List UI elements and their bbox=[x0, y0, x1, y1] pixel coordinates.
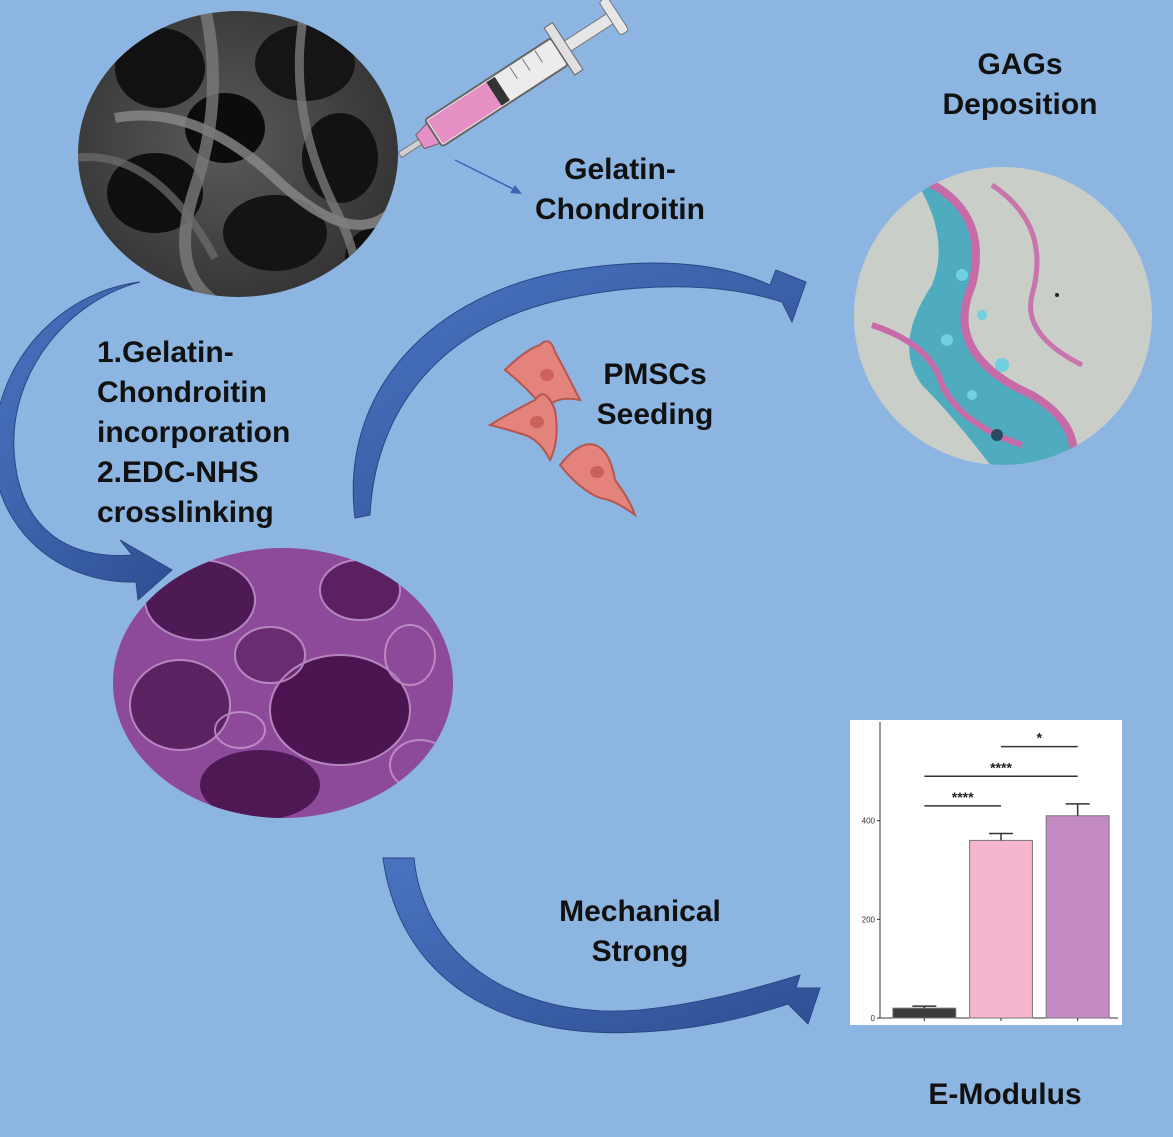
arrow-top-curve bbox=[352, 262, 807, 519]
chart-bar bbox=[892, 1007, 957, 1019]
y-tick-label: 400 bbox=[862, 817, 876, 826]
thin-arrow bbox=[454, 159, 516, 191]
arrow-bottom-curve bbox=[382, 857, 821, 1034]
chart-bar bbox=[1045, 815, 1110, 1019]
chart-bar bbox=[969, 839, 1033, 1019]
y-tick-label: 200 bbox=[862, 915, 876, 924]
significance-label: **** bbox=[990, 759, 1012, 775]
gags-deposition-label: GAGs Deposition bbox=[942, 48, 1098, 121]
significance-label: * bbox=[1037, 730, 1043, 746]
mechanical-strong-label: Mechanical Strong bbox=[559, 895, 721, 968]
y-tick-label: 0 bbox=[871, 1014, 876, 1023]
gags-histology-image bbox=[854, 167, 1152, 465]
gelatin-chondroitin-label: Gelatin- Chondroitin bbox=[535, 153, 705, 226]
significance-label: **** bbox=[952, 789, 974, 805]
crosslinked-scaffold-image bbox=[113, 548, 453, 818]
syringe-icon bbox=[397, 0, 629, 159]
scaffold-sem-image bbox=[78, 11, 398, 297]
process-steps-label: 1.Gelatin- Chondroitin incorporation 2.E… bbox=[97, 336, 291, 529]
pmsc-cells-icon bbox=[487, 340, 637, 518]
arrow-left-curve bbox=[0, 281, 173, 602]
thin-arrow-head bbox=[510, 185, 522, 194]
pmscs-seeding-label: PMSCs Seeding bbox=[596, 358, 714, 431]
emodulus-label: E-Modulus bbox=[928, 1078, 1082, 1111]
